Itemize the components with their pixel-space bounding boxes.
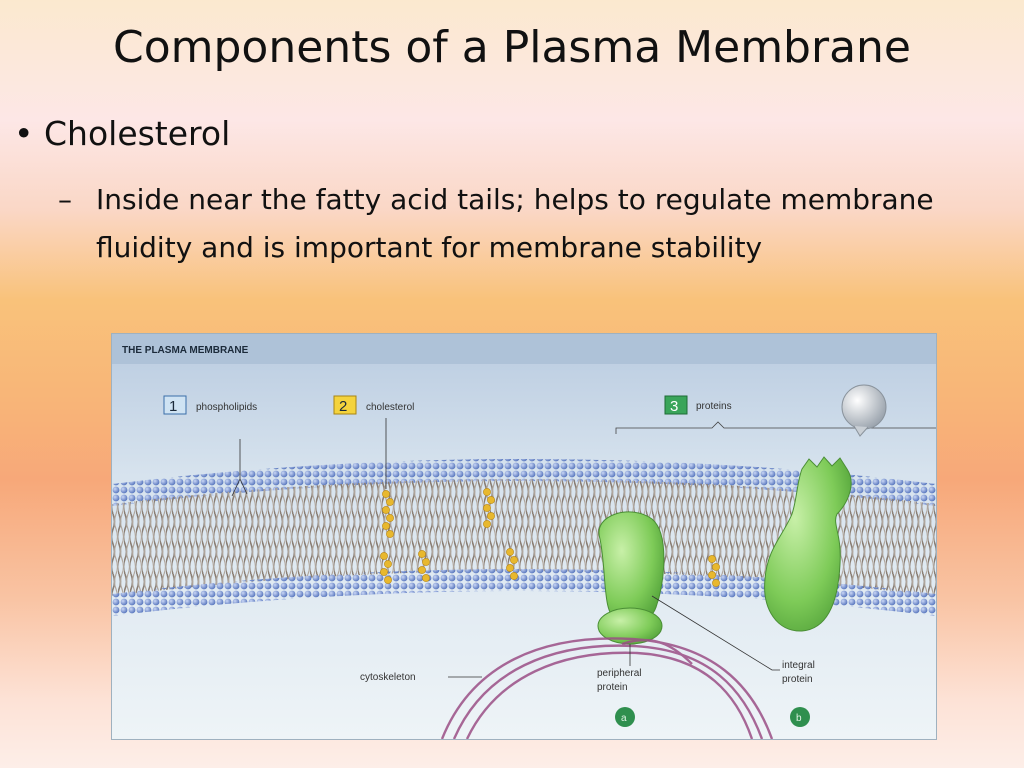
- sub-bullet: – Inside near the fatty acid tails; help…: [58, 176, 938, 272]
- cytoskeleton-fibers: [440, 637, 774, 739]
- dash-icon: –: [58, 183, 72, 216]
- phospholipids-label: phospholipids: [196, 402, 257, 413]
- label-2-number: 2: [339, 398, 347, 415]
- marker-a: a: [615, 707, 635, 727]
- proteins-label: proteins: [696, 401, 732, 412]
- phospholipids-pointer: [231, 439, 248, 497]
- label-1-number: 1: [169, 398, 177, 415]
- integral-protein: [764, 456, 852, 632]
- outer-head-layer: [112, 459, 936, 506]
- svg-text:a: a: [621, 713, 627, 724]
- slide-title: Components of a Plasma Membrane: [113, 22, 911, 73]
- cytoskeleton-label: cytoskeleton: [360, 672, 416, 683]
- peripheral-label-line1: peripheral: [597, 668, 641, 679]
- figure-header: THE PLASMA MEMBRANE: [122, 345, 249, 356]
- bullet-text: Cholesterol: [44, 114, 231, 153]
- figure-header-bar: [112, 334, 936, 364]
- bullet-cholesterol: • Cholesterol: [14, 114, 230, 153]
- inner-head-layer: [112, 569, 936, 616]
- membrane-diagram: THE PLASMA MEMBRANE: [112, 334, 936, 739]
- label-2-box: [333, 395, 357, 415]
- cholesterol-molecules: [380, 488, 720, 587]
- bullet-dot-icon: •: [14, 114, 34, 153]
- cholesterol-label: cholesterol: [366, 402, 414, 413]
- cell-sphere-icon: [841, 384, 887, 437]
- svg-text:b: b: [796, 713, 802, 724]
- marker-b: b: [790, 707, 810, 727]
- sub-bullet-text: Inside near the fatty acid tails; helps …: [96, 183, 934, 264]
- integral-label-line2: protein: [782, 674, 813, 685]
- proteins-bracket: [615, 421, 936, 434]
- label-3-box: [664, 395, 688, 415]
- peripheral-label-line2: protein: [597, 682, 628, 693]
- plasma-membrane-figure: THE PLASMA MEMBRANE: [111, 333, 937, 740]
- integral-pointer: [651, 595, 780, 671]
- label-3-number: 3: [670, 398, 678, 415]
- lipid-tail-layer: [112, 479, 936, 596]
- peripheral-protein: [598, 511, 665, 624]
- integral-label-line1: integral: [782, 660, 815, 671]
- label-1-box: [163, 395, 187, 415]
